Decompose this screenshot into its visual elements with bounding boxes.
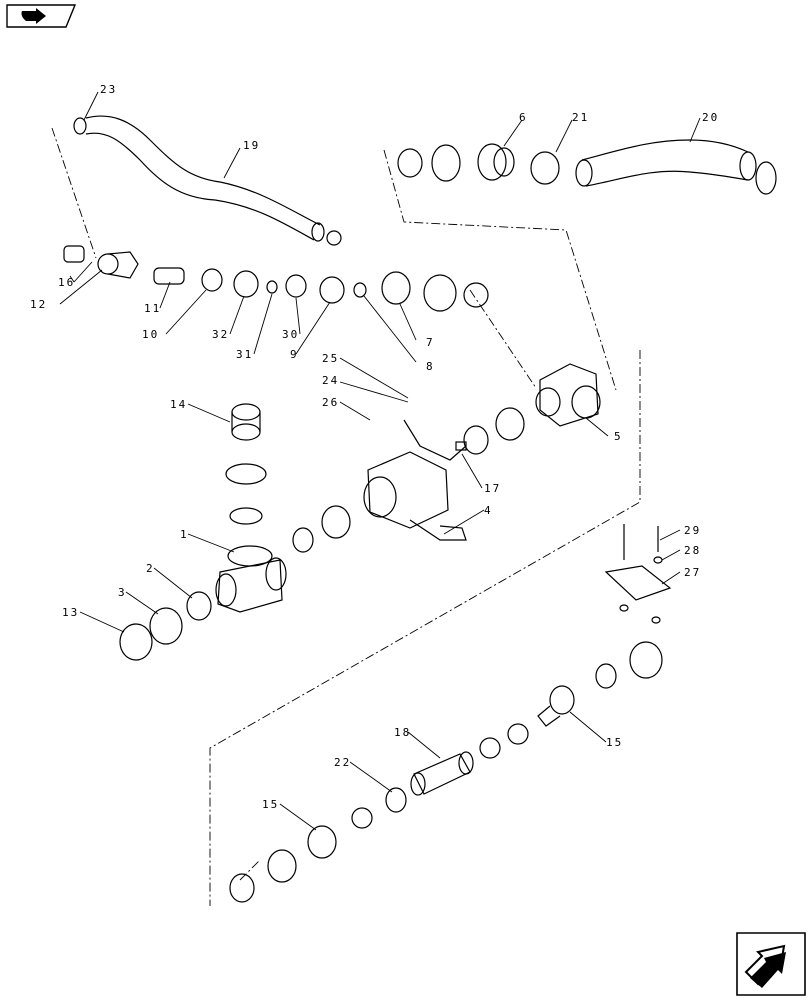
- middle-fittings-row: [63, 245, 489, 312]
- leader-lines: [59, 91, 701, 831]
- callout-22: 22: [334, 756, 351, 769]
- assembly-guide-lines: [51, 127, 641, 906]
- callout-10: 10: [142, 328, 159, 341]
- callout-17: 17: [484, 482, 501, 495]
- valve-seals: [292, 407, 525, 553]
- lower-left-fittings: [229, 787, 407, 903]
- callout-11: 11: [144, 302, 161, 315]
- callout-19: 19: [243, 139, 260, 152]
- callout-25: 25: [322, 352, 339, 365]
- arrow-next-page-icon: [736, 932, 806, 996]
- callout-21: 21: [572, 111, 589, 124]
- callout-13: 13: [62, 606, 79, 619]
- callout-16: 16: [58, 276, 75, 289]
- callout-15-right: 15: [606, 736, 623, 749]
- tee-body-1: [215, 545, 287, 613]
- callout-15-left: 15: [262, 798, 279, 811]
- pipe-18: [410, 723, 529, 796]
- callout-6: 6: [519, 111, 528, 124]
- callout-20: 20: [702, 111, 719, 124]
- callout-28: 28: [684, 544, 701, 557]
- callout-26: 26: [322, 396, 339, 409]
- left-end-fittings: [119, 591, 212, 661]
- previous-page-button[interactable]: [6, 4, 77, 28]
- callout-labels: 23 19 6 21 20 16 12 11 10 32 31 30 9 8 7…: [30, 83, 719, 811]
- cap-14: [225, 403, 267, 525]
- callout-12: 12: [30, 298, 47, 311]
- callout-31: 31: [236, 348, 253, 361]
- callout-7: 7: [426, 336, 435, 349]
- callout-32: 32: [212, 328, 229, 341]
- callout-5: 5: [614, 430, 623, 443]
- hose-20: [575, 139, 777, 195]
- callout-2: 2: [146, 562, 155, 575]
- callout-9: 9: [290, 348, 299, 361]
- bracket-17: [403, 419, 467, 461]
- mount-bracket-27: [604, 524, 672, 624]
- next-page-button[interactable]: [736, 932, 806, 996]
- callout-29: 29: [684, 524, 701, 537]
- callout-24: 24: [322, 374, 339, 387]
- upper-fittings: [397, 143, 560, 185]
- wye-fitting-5: [535, 363, 601, 427]
- arrow-right-icon: [6, 4, 77, 28]
- callout-14: 14: [170, 398, 187, 411]
- callout-3: 3: [118, 586, 127, 599]
- valve-body-4: [363, 451, 467, 541]
- callout-4: 4: [484, 504, 493, 517]
- callout-30: 30: [282, 328, 299, 341]
- hose-19: [73, 115, 342, 246]
- callout-23: 23: [100, 83, 117, 96]
- fitting-15-right: [537, 641, 663, 727]
- callout-1: 1: [180, 528, 189, 541]
- callout-27: 27: [684, 566, 701, 579]
- callout-18: 18: [394, 726, 411, 739]
- callout-8: 8: [426, 360, 435, 373]
